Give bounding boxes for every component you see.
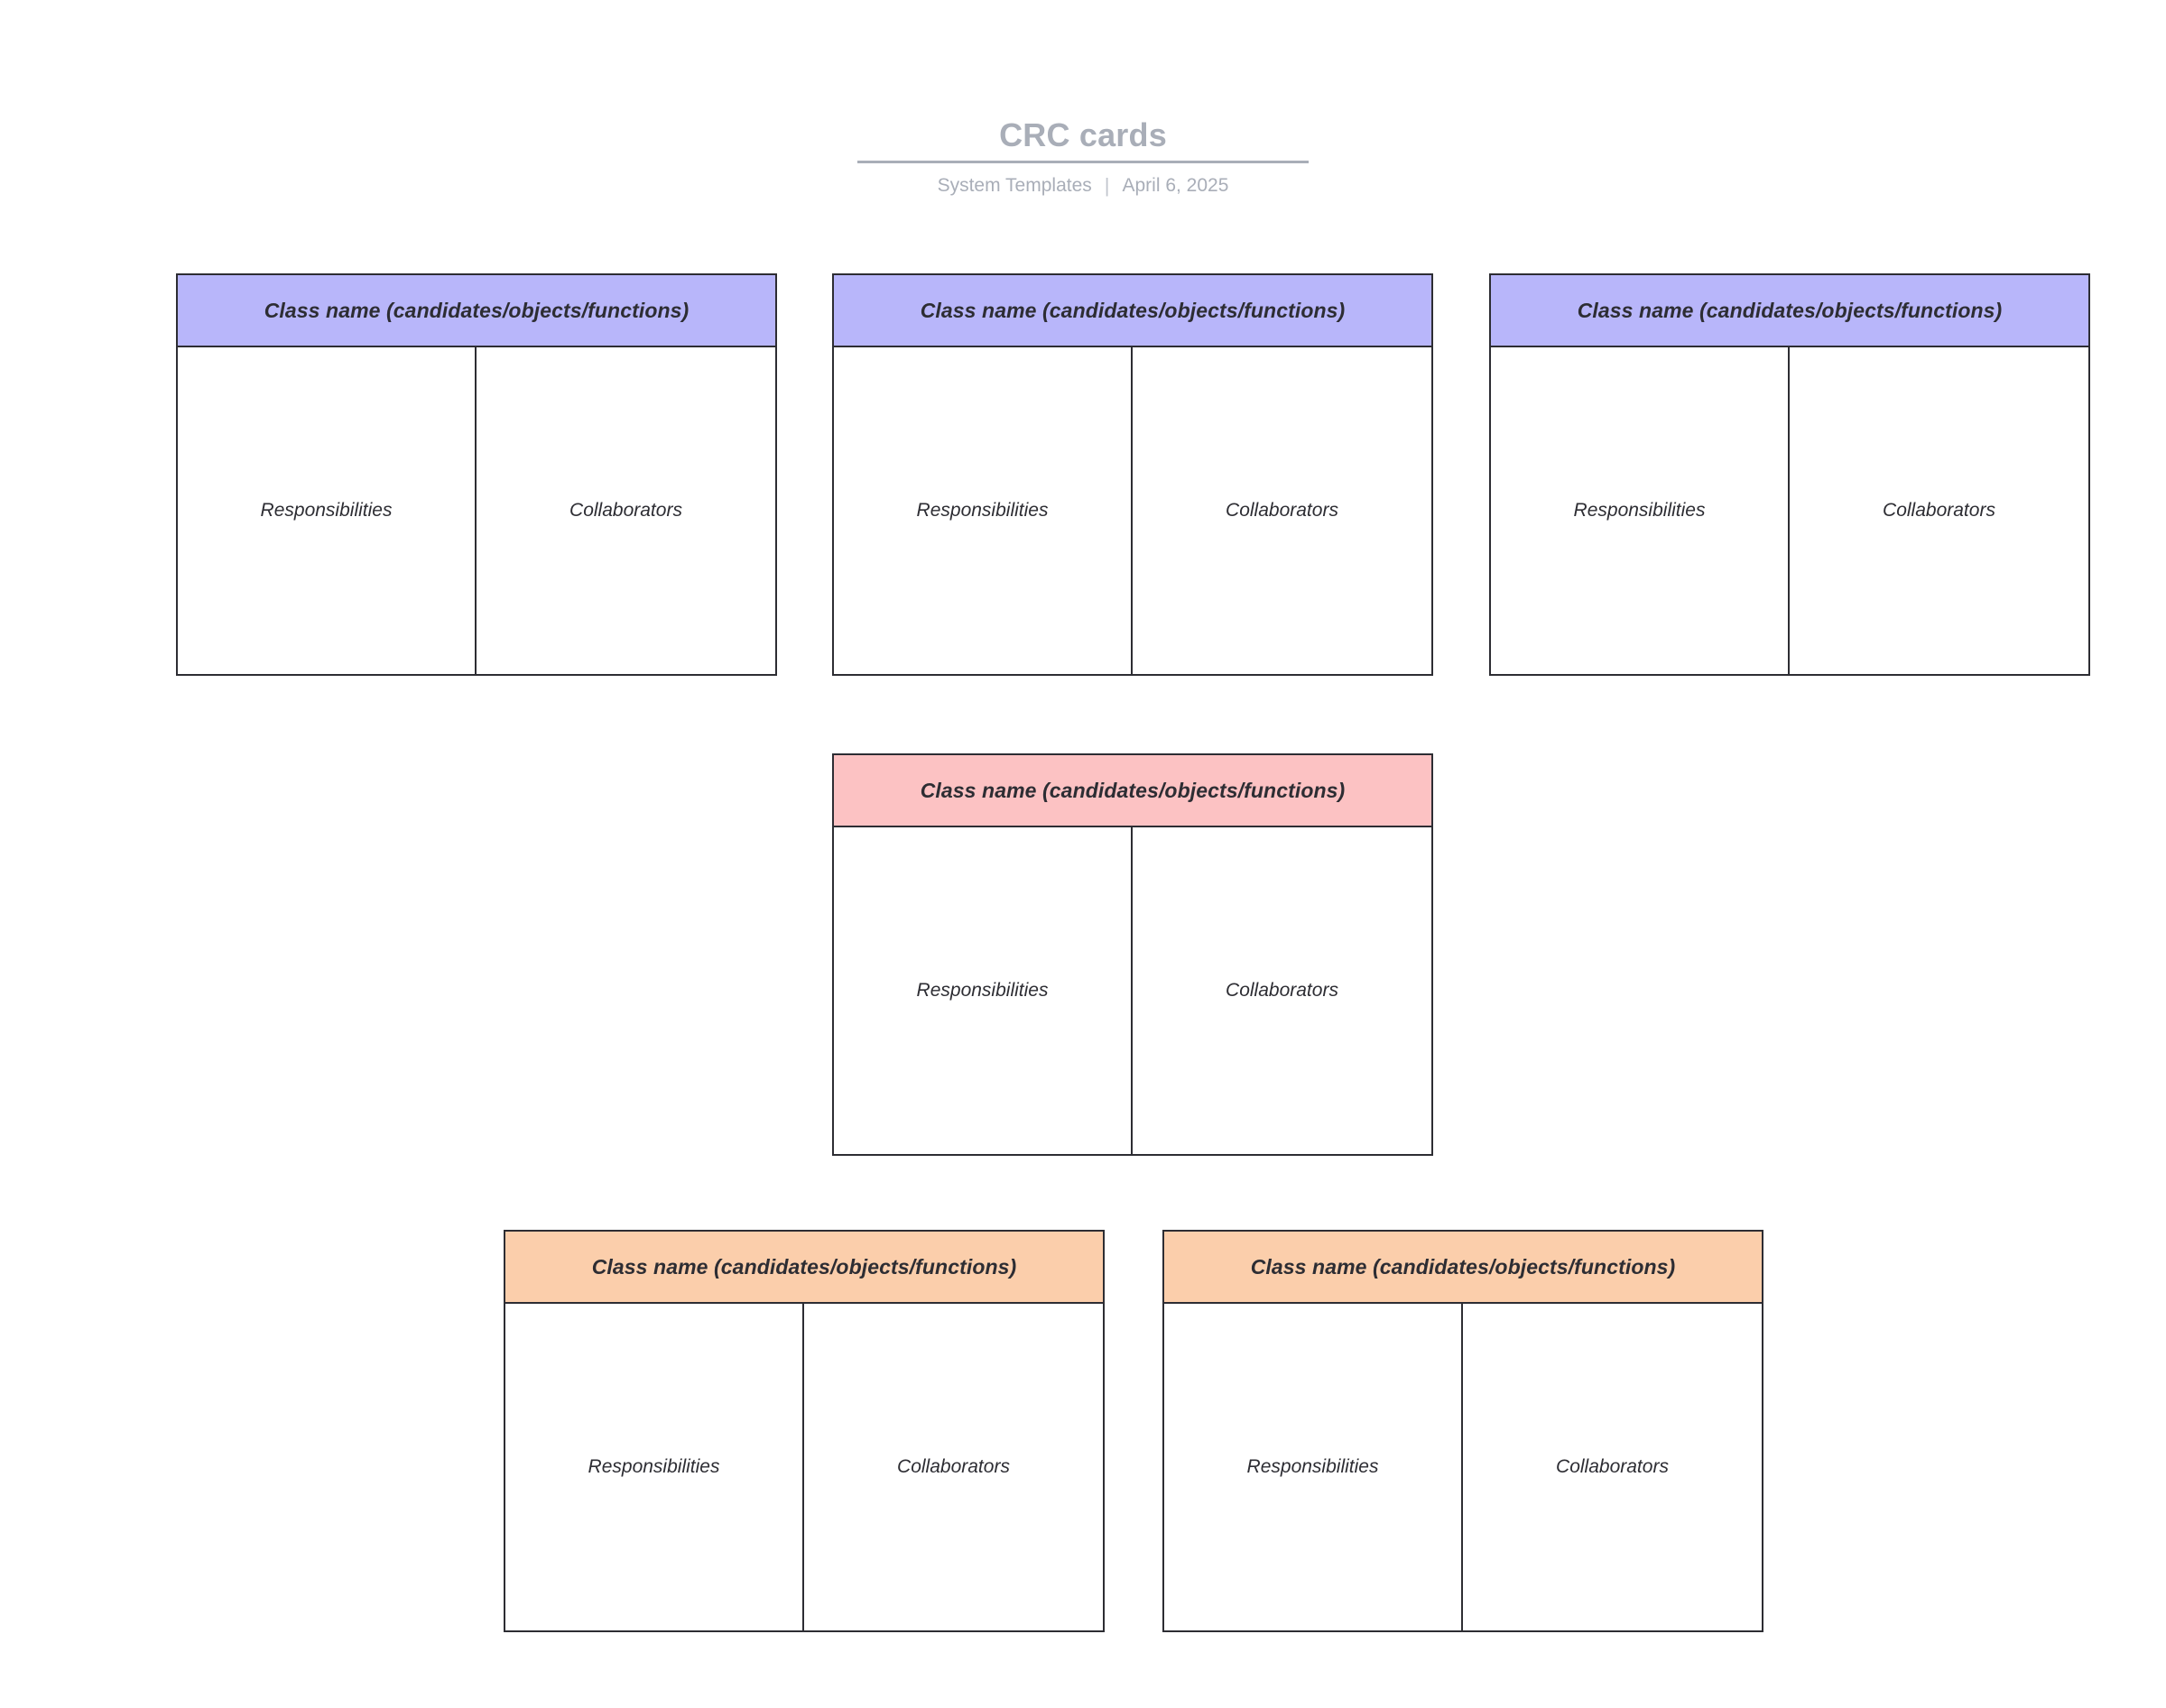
- responsibilities-cell[interactable]: Responsibilities: [505, 1304, 804, 1630]
- responsibilities-cell[interactable]: Responsibilities: [834, 827, 1133, 1154]
- crc-card-body: Responsibilities Collaborators: [1164, 1304, 1762, 1630]
- crc-card-header[interactable]: Class name (candidates/objects/functions…: [505, 1232, 1103, 1304]
- title-divider: [857, 161, 1309, 163]
- collaborators-cell[interactable]: Collaborators: [1883, 500, 1995, 521]
- responsibilities-cell[interactable]: Responsibilities: [1491, 347, 1790, 674]
- crc-card-header[interactable]: Class name (candidates/objects/functions…: [1164, 1232, 1762, 1304]
- subtitle-source: System Templates: [937, 175, 1092, 196]
- crc-card-body: Responsibilities Collaborators: [505, 1304, 1103, 1630]
- crc-card-body: Responsibilities Collaborators: [834, 347, 1431, 674]
- crc-card-body: Responsibilities Collaborators: [834, 827, 1431, 1154]
- responsibilities-cell[interactable]: Responsibilities: [178, 347, 477, 674]
- crc-card[interactable]: Class name (candidates/objects/functions…: [504, 1230, 1105, 1632]
- page-title: CRC cards: [999, 116, 1167, 153]
- crc-card-header[interactable]: Class name (candidates/objects/functions…: [834, 275, 1431, 347]
- crc-card[interactable]: Class name (candidates/objects/functions…: [176, 273, 777, 676]
- crc-card-header[interactable]: Class name (candidates/objects/functions…: [178, 275, 775, 347]
- subtitle-separator: |: [1104, 174, 1110, 197]
- crc-card-body: Responsibilities Collaborators: [178, 347, 775, 674]
- crc-card-body: Responsibilities Collaborators: [1491, 347, 2088, 674]
- page-subtitle: System Templates | April 6, 2025: [0, 174, 2166, 198]
- crc-card-header[interactable]: Class name (candidates/objects/functions…: [1491, 275, 2088, 347]
- responsibilities-cell[interactable]: Responsibilities: [834, 347, 1133, 674]
- responsibilities-cell[interactable]: Responsibilities: [1164, 1304, 1463, 1630]
- collaborators-cell[interactable]: Collaborators: [1556, 1456, 1669, 1477]
- collaborators-cell[interactable]: Collaborators: [569, 500, 682, 521]
- collaborators-cell[interactable]: Collaborators: [897, 1456, 1010, 1477]
- crc-card[interactable]: Class name (candidates/objects/functions…: [1162, 1230, 1763, 1632]
- subtitle-date: April 6, 2025: [1122, 175, 1229, 196]
- page-header: CRC cards System Templates | April 6, 20…: [0, 115, 2166, 198]
- crc-card[interactable]: Class name (candidates/objects/functions…: [1489, 273, 2090, 676]
- collaborators-cell[interactable]: Collaborators: [1226, 980, 1338, 1001]
- crc-card[interactable]: Class name (candidates/objects/functions…: [832, 273, 1433, 676]
- crc-card[interactable]: Class name (candidates/objects/functions…: [832, 753, 1433, 1156]
- collaborators-cell[interactable]: Collaborators: [1226, 500, 1338, 521]
- crc-card-header[interactable]: Class name (candidates/objects/functions…: [834, 755, 1431, 827]
